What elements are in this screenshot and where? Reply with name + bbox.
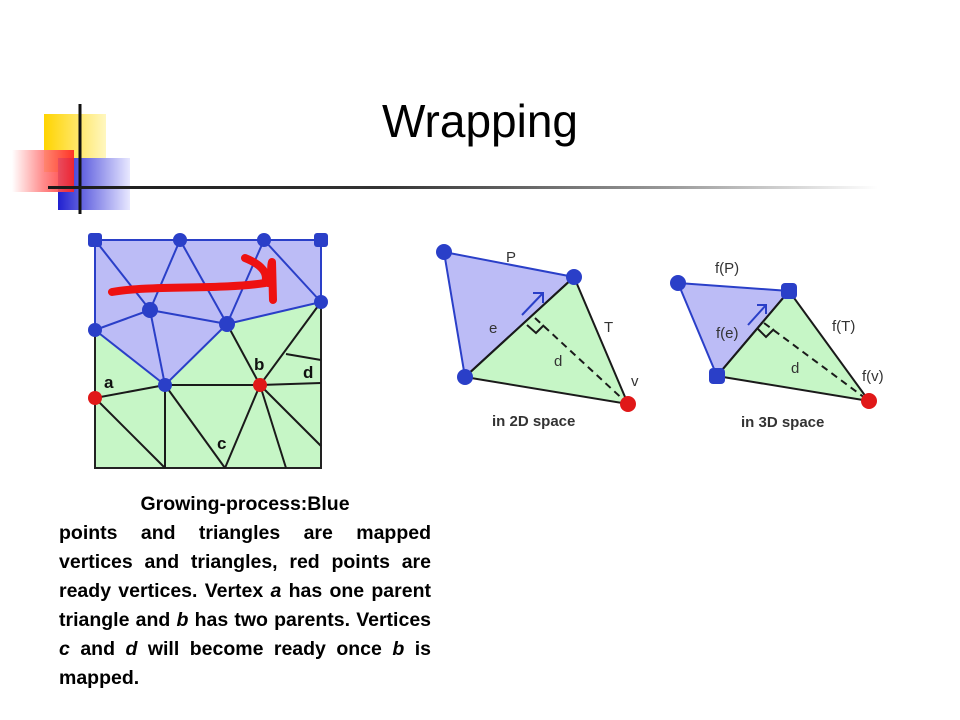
growing-process-caption: Growing-process:Blue points and triangle… — [59, 490, 431, 693]
caption-lead: Growing-process:Blue — [140, 493, 350, 515]
vertex-label-c: c — [217, 434, 226, 453]
label-v-3d: f(v) — [862, 368, 884, 385]
slide-logo — [12, 104, 130, 214]
caption-var-a: a — [270, 580, 282, 602]
caption-part-5: will become ready once — [137, 638, 393, 660]
label-d-3d: d — [791, 360, 799, 377]
caption-part-1: points and triangles are mapped vertices… — [59, 522, 431, 602]
caption-part-2: has one parent triangle and — [59, 580, 431, 631]
label-T-3d: f(T) — [832, 318, 855, 335]
label-P-3d: f(P) — [715, 260, 739, 277]
label-e-2d: e — [489, 320, 497, 337]
slide-title: Wrapping — [381, 95, 579, 147]
caption-var-c: c — [59, 638, 70, 660]
caption-2d: in 2D space — [492, 413, 575, 430]
label-P-2d: P — [506, 249, 516, 266]
label-v-2d: v — [631, 373, 639, 390]
label-T-2d: T — [604, 319, 613, 336]
caption-part-6: is mapped. — [59, 638, 431, 689]
caption-var-b2: b — [392, 638, 405, 660]
caption-var-d: d — [125, 638, 138, 660]
vertex-label-d: d — [303, 363, 313, 382]
caption-3d: in 3D space — [741, 414, 824, 431]
vertex-label-a: a — [104, 373, 114, 392]
mesh-diagram: a b c d — [88, 233, 328, 469]
diagram-3d-space: f(P) f(T) f(e) d f(v) in 3D space — [670, 260, 884, 431]
diagram-2d-space: P T e d v in 2D space — [436, 244, 639, 430]
caption-part-4: and — [69, 638, 126, 660]
label-d-2d: d — [554, 353, 562, 370]
caption-part-3: has two parents. Vertices — [188, 609, 432, 631]
vertex-label-b: b — [254, 355, 264, 374]
title-divider — [48, 186, 878, 189]
caption-var-b: b — [176, 609, 189, 631]
label-e-3d: f(e) — [716, 325, 739, 342]
